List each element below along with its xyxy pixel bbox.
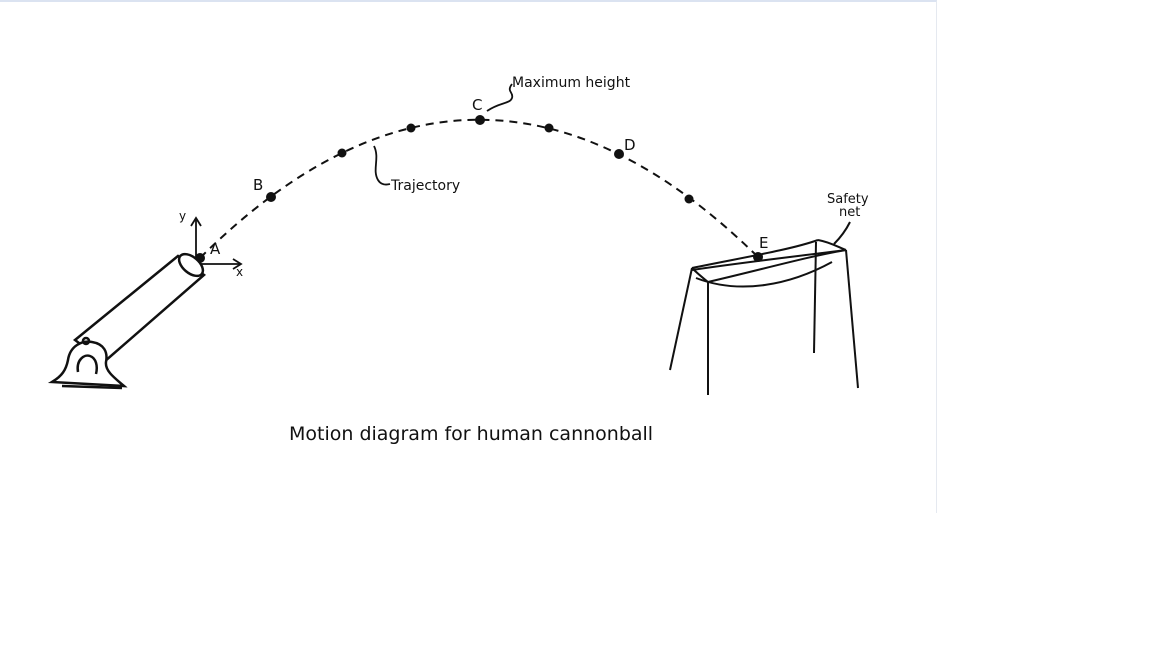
max-height-leader (486, 83, 514, 112)
point-c-label: C (472, 96, 482, 114)
y-axis-label: y (179, 209, 186, 223)
cannon (47, 252, 207, 390)
max-height-label: Maximum height (512, 75, 631, 91)
x-axis-label: x (236, 265, 243, 279)
safety-net-label-line1: Safety (827, 192, 869, 207)
safety-net (669, 221, 859, 395)
point-b-label: B (253, 176, 263, 194)
motion-dot (684, 194, 694, 204)
cannon-muzzle (177, 252, 205, 278)
cannon-base (47, 340, 128, 388)
motion-dot (406, 123, 416, 133)
trajectory-leader (373, 145, 391, 186)
point-d-label: D (624, 136, 636, 154)
diagram-panel (0, 0, 937, 513)
point-d-dot (614, 149, 624, 159)
point-c-dot (475, 115, 485, 125)
point-b-dot (266, 192, 276, 202)
motion-dot (337, 148, 347, 158)
safety-net-label-line2: net (839, 205, 860, 220)
point-a-label: A (210, 240, 221, 258)
trajectory-label: Trajectory (390, 178, 460, 194)
motion-dot (544, 123, 554, 133)
point-e-label: E (759, 234, 768, 252)
trajectory-path (199, 118, 759, 259)
diagram-caption: Motion diagram for human cannonball (289, 423, 653, 445)
